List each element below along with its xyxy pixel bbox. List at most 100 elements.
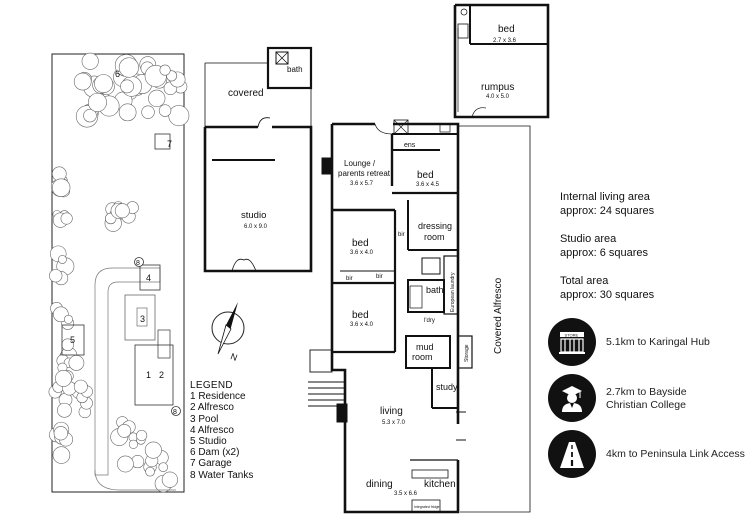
studio-door-arc: [257, 117, 271, 128]
bed1-label: bed: [417, 170, 434, 181]
entry-stairs: [308, 349, 345, 407]
area-studio: Studio area approx: 6 squares: [560, 232, 740, 260]
tree-icon: [128, 439, 138, 449]
tree-icon: [158, 462, 168, 472]
tree-icon: [87, 92, 107, 112]
tree-icon: [168, 105, 190, 127]
tree-icon: [118, 103, 137, 122]
site-pool-water: [136, 307, 148, 327]
legend-item: 7 Garage: [190, 458, 232, 470]
tree-icon: [63, 314, 73, 324]
studio-covered-outline: [204, 62, 312, 127]
fireplace-living: [336, 403, 348, 423]
tree-icon: [161, 471, 178, 488]
tree-icon: [49, 269, 63, 283]
amenity-bayside: 2.7km to Bayside Christian College: [548, 374, 748, 428]
tree-icon: [144, 441, 162, 459]
tree-icon: [53, 426, 68, 441]
mud-label2: room: [412, 352, 433, 362]
tree-icon: [73, 379, 88, 394]
legend-title: LEGEND: [190, 380, 233, 391]
studio-bath-room: [266, 46, 313, 90]
tree-icon: [60, 212, 73, 225]
kitchen-label: kitchen: [424, 479, 456, 490]
study-walls: [431, 368, 458, 409]
tree-icon: [57, 402, 72, 418]
studio-bath-label: bath: [287, 65, 303, 74]
amenity-karingal: STORE 5.1km to Karingal Hub: [548, 318, 748, 372]
legend-item: 8 Water Tanks: [190, 469, 254, 481]
site-residence: [134, 344, 174, 406]
kitchen-dims: 3.5 x 6.6: [394, 491, 418, 497]
legend-item: 6 Dam (x2): [190, 447, 240, 459]
storage: [457, 335, 473, 369]
tree-icon: [141, 105, 155, 119]
water-tank-1: [134, 257, 144, 267]
tree-icon: [145, 466, 155, 477]
legend-item: 4 Alfresco: [190, 424, 234, 436]
studio-walls: [203, 125, 313, 273]
fridge-label: Integrated fridge: [414, 505, 440, 509]
area-internal: Internal living area approx: 24 squares: [560, 190, 740, 218]
graduate-icon-graphic: [562, 386, 582, 412]
site-num-5: 5: [70, 335, 75, 345]
porch: [309, 349, 333, 373]
road-icon: [548, 430, 596, 478]
bath-label: bath: [426, 285, 444, 295]
compass: N: [211, 302, 245, 363]
studio-dims: 6.0 x 9.0: [244, 224, 268, 230]
bed3-dims: 3.6 x 4.0: [350, 322, 374, 328]
driveway-loop: [94, 469, 176, 491]
bed4-label: bed: [498, 24, 515, 35]
kitchen-island: [411, 469, 449, 479]
lounge-door: [374, 123, 393, 135]
house-outline: [330, 122, 460, 514]
dressing-label2: room: [424, 232, 445, 242]
room-labels: Lounge / parents retreat 3.6 x 5.7 ens b…: [338, 24, 517, 509]
compass-needle-light: [217, 324, 232, 355]
site-num-7: 7: [167, 139, 172, 149]
bir-label-1: bir: [398, 232, 405, 238]
fireplace-lounge: [321, 157, 333, 175]
bed3-label: bed: [352, 310, 369, 321]
bed4-dims: 2.7 x 3.6: [493, 38, 517, 44]
store-icon: STORE: [548, 318, 596, 366]
tree-icon: [52, 446, 71, 464]
site-plan: 1 2 3 4 5 6 7 8 8: [48, 52, 190, 493]
tree-icon: [136, 429, 148, 442]
tree-icon: [94, 74, 113, 94]
legend-item: 5 Studio: [190, 436, 227, 448]
amenity-peninsula: 4km to Peninsula Link Access: [548, 430, 748, 484]
tree-icon: [117, 424, 132, 438]
tree-icon: [148, 89, 166, 108]
road-icon-graphic: [560, 442, 584, 468]
ens-shower: [393, 119, 409, 135]
compass-needle-dark: [225, 302, 238, 331]
toilet: [421, 257, 441, 275]
studio-covered-label: covered: [228, 88, 264, 99]
ens-basin: [439, 123, 451, 133]
site-num-3: 3: [140, 314, 145, 324]
studio-shower: [275, 51, 289, 65]
tree-icon: [68, 355, 85, 371]
house-building: Lounge / parents retreat 3.6 x 5.7 ens b…: [308, 3, 550, 514]
tree-icon: [73, 72, 92, 91]
rumpus-door: [471, 107, 487, 118]
dressing-label: dressing: [418, 221, 452, 231]
site-alfresco-4: [139, 264, 161, 291]
bath-tub: [409, 285, 423, 309]
site-num-4: 4: [146, 273, 151, 283]
rumpus-basin: [460, 8, 468, 16]
studio-doors: [231, 258, 257, 272]
storage-label: Storage: [464, 344, 470, 362]
compass-n: N: [229, 351, 239, 363]
ens-shower-x2: [393, 119, 409, 135]
shower-x2: [275, 51, 289, 65]
rumpus-wc: [457, 23, 469, 39]
amenity-line-2: Christian College: [606, 399, 686, 411]
rumpus-label: rumpus: [481, 82, 514, 93]
legend-item: 3 Pool: [190, 413, 219, 425]
tree-icon: [83, 108, 97, 123]
rumpus-dims: 4.0 x 5.0: [486, 94, 510, 100]
